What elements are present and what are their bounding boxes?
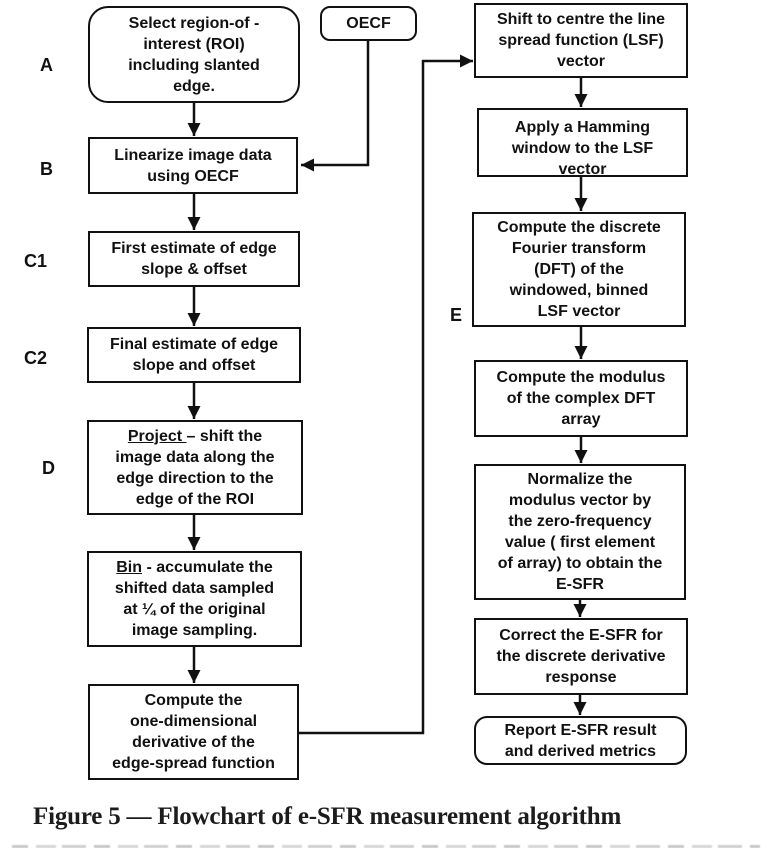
- project-underlined-word: Project: [127, 427, 187, 445]
- linearize-box: Linearize image data using OECF: [88, 137, 298, 194]
- project-box: Project – shift the image data along the…: [87, 420, 303, 515]
- derivative-box-text: Compute the one-dimensional derivative o…: [112, 692, 275, 772]
- linearize-box-text: Linearize image data using OECF: [114, 146, 272, 185]
- project-rest-text: – shift the image data along the edge di…: [115, 427, 275, 508]
- roi-box: Select region-of - interest (ROI) includ…: [88, 6, 300, 103]
- step-label-b: B: [40, 159, 53, 179]
- bin-box-text: Bin - accumulate the shifted data sample…: [115, 557, 274, 641]
- shift-centre-box: Shift to centre the line spread function…: [474, 3, 688, 78]
- step-label-a: A: [40, 55, 53, 75]
- shift-centre-box-text: Shift to centre the line spread function…: [496, 11, 665, 70]
- final-estimate-box: Final estimate of edge slope and offset: [87, 327, 301, 383]
- step-label-e: E: [450, 305, 463, 325]
- correct-box-text: Correct the E-SFR for the discrete deriv…: [496, 627, 666, 686]
- project-box-text: Project – shift the image data along the…: [115, 426, 274, 510]
- figure-caption: Figure 5 — Flowchart of e-SFR measuremen…: [33, 803, 622, 830]
- first-estimate-box: First estimate of edge slope & offset: [88, 231, 300, 287]
- step-label-c1: C1: [24, 251, 48, 271]
- first-estimate-box-text: First estimate of edge slope & offset: [111, 240, 277, 278]
- correct-box: Correct the E-SFR for the discrete deriv…: [474, 618, 688, 695]
- bin-underlined-word: Bin: [116, 559, 143, 576]
- modulus-box: Compute the modulus of the complex DFT a…: [474, 360, 688, 437]
- dft-box: Compute the discrete Fourier transform (…: [472, 212, 686, 327]
- report-box-text: Report E-SFR result and derived metrics: [504, 721, 657, 760]
- hamming-box: Apply a Hamming window to the LSF vector: [477, 108, 688, 177]
- bottom-scan-artifact: [12, 845, 760, 848]
- arrow-derivative-to-shift: [299, 54, 473, 735]
- oecf-box-text: OECF: [346, 15, 391, 32]
- normalize-box-text: Normalize the modulus vector by the zero…: [497, 471, 663, 593]
- oecf-box: OECF: [320, 6, 417, 41]
- bin-box: Bin - accumulate the shifted data sample…: [87, 551, 302, 647]
- step-label-c2: C2: [24, 348, 48, 368]
- roi-box-text: Select region-of - interest (ROI) includ…: [128, 14, 260, 95]
- arrow-oecf-to-linearize: [301, 41, 370, 172]
- dft-box-text: Compute the discrete Fourier transform (…: [497, 219, 661, 320]
- hamming-box-text: Apply a Hamming window to the LSF vector: [511, 119, 654, 177]
- bin-rest-text: - accumulate the shifted data sampled at…: [114, 559, 275, 639]
- modulus-box-text: Compute the modulus of the complex DFT a…: [496, 369, 666, 428]
- step-label-d: D: [42, 458, 55, 478]
- derivative-box: Compute the one-dimensional derivative o…: [88, 684, 299, 780]
- report-box: Report E-SFR result and derived metrics: [474, 716, 687, 765]
- final-estimate-box-text: Final estimate of edge slope and offset: [109, 336, 279, 374]
- normalize-box: Normalize the modulus vector by the zero…: [474, 464, 686, 600]
